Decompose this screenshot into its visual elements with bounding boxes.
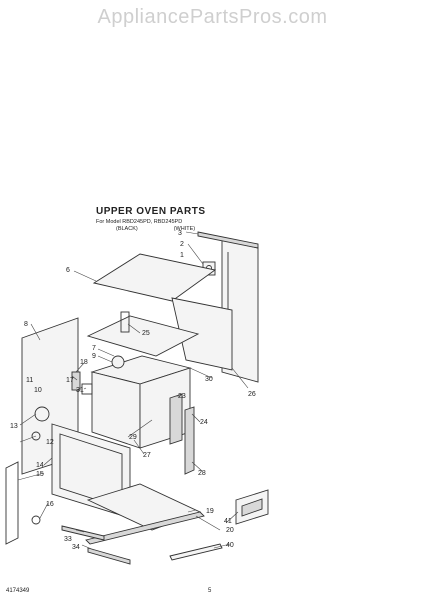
part-top-strip: [197, 231, 259, 249]
callout-3: 3: [178, 230, 182, 237]
callout-12: 12: [46, 439, 54, 446]
callout-8: 8: [24, 321, 28, 328]
callout-24: 24: [200, 419, 208, 426]
callout-9: 9: [92, 353, 96, 360]
part-gasket-clip: [31, 515, 41, 525]
part-side-bracket: [169, 393, 183, 445]
callout-15: 15: [36, 471, 44, 478]
part-trim-strip: [85, 511, 205, 545]
callout-19: 19: [206, 508, 214, 515]
callout-11: 11: [26, 377, 33, 384]
callout-13: 13: [10, 423, 18, 430]
callout-6: 6: [66, 267, 70, 274]
callout-29: 29: [129, 434, 137, 441]
callout-10: 10: [34, 387, 42, 394]
callout-17: 17: [66, 377, 74, 384]
callout-16: 16: [46, 501, 54, 508]
callout-41: 41: [224, 518, 232, 525]
part-floor-trim: [87, 547, 131, 565]
callout-33: 33: [64, 536, 72, 543]
part-hinge-bracket: [184, 406, 195, 475]
part-fan-motor: [111, 355, 125, 369]
part-lower-trim: [61, 525, 105, 541]
callout-34: 34: [72, 544, 80, 551]
page-number: 5: [208, 588, 212, 594]
callout-26: 26: [248, 391, 256, 398]
callout-31: 31: [76, 387, 84, 394]
doc-number: 4174349: [6, 588, 30, 594]
subtitle-colors: (BLACK) (WHITE): [96, 226, 195, 233]
part-top-panel: [92, 253, 217, 302]
callout-27: 27: [143, 452, 151, 459]
watermark: AppliancePartsPros.com: [97, 6, 328, 28]
diagram-title: UPPER OVEN PARTS: [96, 206, 206, 217]
part-element: [34, 406, 50, 422]
callout-23: 23: [178, 393, 186, 400]
callout-40: 40: [226, 542, 234, 549]
subtitle-models: For Model RBD245PD, RBD245PD: [96, 219, 183, 225]
part-small-bracket: [81, 383, 93, 395]
callout-28: 28: [198, 470, 206, 477]
callout-2: 2: [180, 241, 184, 248]
leader-lines: [17, 231, 249, 551]
callout-labels: 3 2 1 6 8 25 26 7 9 30 18 17 31 11 10 23…: [10, 230, 256, 551]
part-heat-shield: [86, 315, 200, 357]
diagram-subtitle: For Model RBD245PD, RBD245PD (BLACK) (WHI…: [96, 219, 195, 233]
callout-20: 20: [226, 527, 234, 534]
callout-7: 7: [92, 345, 96, 352]
subtitle-color-white: (WHITE): [173, 226, 196, 232]
callout-1: 1: [180, 252, 184, 259]
callout-18: 18: [80, 359, 88, 366]
part-duct: [120, 311, 130, 333]
callout-25: 25: [142, 330, 150, 337]
part-door-gasket: [5, 461, 19, 545]
callout-30: 30: [205, 376, 213, 383]
part-rail: [169, 543, 223, 561]
callout-14: 14: [36, 462, 44, 469]
subtitle-color-black: (BLACK): [116, 226, 138, 232]
